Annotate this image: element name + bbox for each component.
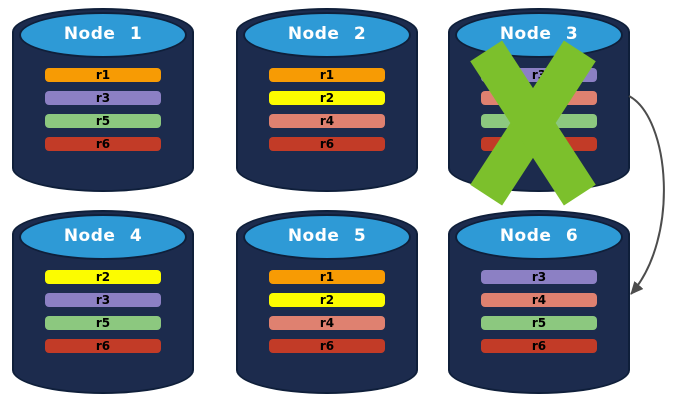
replica-label: r6 [319,339,335,353]
node-6: Node 6 r3 r4 r5 r6 [448,210,630,394]
replica-label: r6 [319,137,335,151]
replica-bar: r6 [45,137,161,151]
replica-label: r3 [95,91,111,105]
replica-bar: r2 [45,270,161,284]
replica-bar: r6 [481,339,597,353]
replica-label: r6 [95,339,111,353]
node-title: Node 3 [499,24,579,44]
arrow-curve [628,95,665,295]
replica-label: r6 [531,339,547,353]
replica-list: r1 r2 r4 r6 [269,270,385,362]
node-2: Node 2 r1 r2 r4 r6 [236,8,418,192]
replica-bar: r6 [269,137,385,151]
replica-bar: r1 [269,68,385,82]
replica-label: r3 [531,270,547,284]
replica-label: r6 [95,137,111,151]
node-5: Node 5 r1 r2 r4 r6 [236,210,418,394]
replica-bar: r6 [269,339,385,353]
replica-label: r2 [319,293,335,307]
node-title: Node 2 [287,24,367,44]
replica-label: r1 [95,68,111,82]
replica-bar: r6 [45,339,161,353]
replica-label: r4 [319,114,335,128]
replica-bar: r4 [481,293,597,307]
replica-list: r2 r3 r5 r6 [45,270,161,362]
replica-label: r5 [95,316,111,330]
node-3: Node 3 r3 r4 r5 r6 [448,8,630,206]
cylinder-top: Node 6 [455,214,623,260]
replica-list: r1 r3 r5 r6 [45,68,161,160]
node-title: Node 5 [287,226,367,246]
replica-bar: r3 [45,91,161,105]
replica-bar: r2 [269,293,385,307]
replica-bar: r2 [269,91,385,105]
replica-label: r5 [95,114,111,128]
replica-label: r4 [319,316,335,330]
replica-label: r4 [531,293,547,307]
replica-label: r5 [531,316,547,330]
cylinder-top: Node 5 [243,214,411,260]
replica-bar: r5 [45,114,161,128]
replica-label: r3 [95,293,111,307]
replica-label: r2 [95,270,111,284]
replica-list: r1 r2 r4 r6 [269,68,385,160]
replica-bar: r3 [45,293,161,307]
node-1: Node 1 r1 r3 r5 r6 [12,8,194,192]
cylinder-top: Node 2 [243,12,411,58]
cylinder-top: Node 1 [19,12,187,58]
replica-label: r1 [319,68,335,82]
replica-list: r3 r4 r5 r6 [481,270,597,362]
cylinder-top: Node 3 [455,12,623,58]
cylinder-top: Node 4 [19,214,187,260]
replica-bar: r1 [269,270,385,284]
replica-bar: r4 [269,316,385,330]
replica-label: r2 [319,91,335,105]
node-title: Node 6 [499,226,579,246]
replica-bar: r3 [481,270,597,284]
node-title: Node 4 [63,226,143,246]
replica-bar: r4 [269,114,385,128]
node-4: Node 4 r2 r3 r5 r6 [12,210,194,394]
replica-bar: r1 [45,68,161,82]
replica-label: r1 [319,270,335,284]
replica-bar: r5 [481,316,597,330]
replica-bar: r5 [45,316,161,330]
node-title: Node 1 [63,24,143,44]
